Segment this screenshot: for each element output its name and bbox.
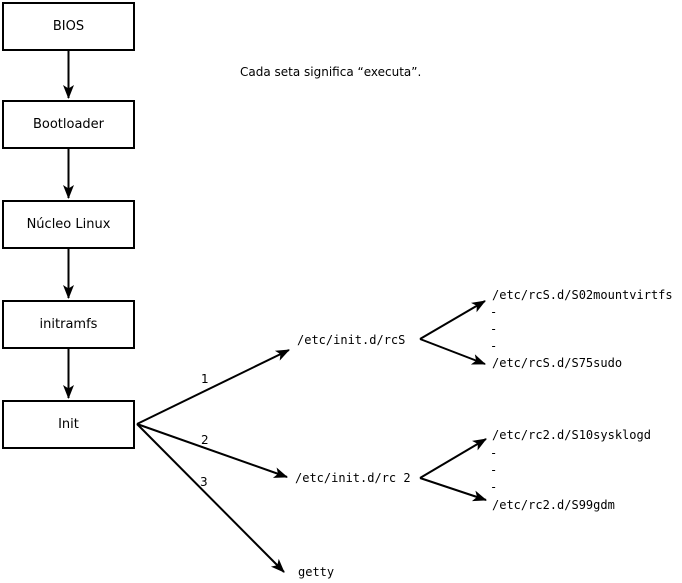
- rcs-ellipsis-dash: -: [490, 339, 498, 353]
- bootloader-box: Bootloader: [2, 100, 135, 149]
- linux-kernel-label: Núcleo Linux: [26, 217, 111, 232]
- arrow-rc2-to-s10sysklogd: [419, 438, 487, 479]
- linux-kernel-box: Núcleo Linux: [2, 200, 135, 249]
- branch-label-3: 3: [200, 475, 208, 489]
- rc2-first-script: /etc/rc2.d/S10sysklogd: [492, 428, 651, 442]
- rc2-ellipsis-dash: -: [490, 463, 498, 477]
- arrow-rc2-to-s99gdm: [419, 477, 487, 502]
- rcs-first-script: /etc/rcS.d/S02mountvirtfs: [492, 288, 673, 302]
- arrow-rcs-to-s02mountvirtfs: [419, 300, 486, 340]
- rc2-ellipsis-dash: -: [490, 480, 498, 494]
- annotation-text: Cada seta significa “executa”.: [240, 65, 422, 79]
- rc2-ellipsis-dash: -: [490, 446, 498, 460]
- arrow-init-to-getty: [136, 423, 285, 573]
- init-label: Init: [58, 417, 79, 432]
- arrow-rcs-to-s75sudo: [419, 338, 486, 365]
- rcs-ellipsis-dash: -: [490, 322, 498, 336]
- getty-label: getty: [298, 565, 335, 579]
- initramfs-label: initramfs: [39, 317, 98, 332]
- bootloader-label: Bootloader: [32, 117, 105, 132]
- rc2-script-path: /etc/init.d/rc 2: [295, 471, 411, 485]
- branch-label-1: 1: [201, 372, 209, 386]
- rcs-last-script: /etc/rcS.d/S75sudo: [492, 356, 623, 370]
- branch-label-2: 2: [201, 433, 209, 447]
- arrow-init-to-rc2: [136, 423, 288, 478]
- rcs-ellipsis-dash: -: [490, 305, 498, 319]
- arrow-init-to-rcs: [136, 349, 290, 425]
- rc2-last-script: /etc/rc2.d/S99gdm: [492, 498, 615, 512]
- initramfs-box: initramfs: [2, 300, 135, 349]
- bios-label: BIOS: [52, 19, 85, 34]
- bios-box: BIOS: [2, 2, 135, 51]
- init-box: Init: [2, 400, 135, 449]
- rcs-script-path: /etc/init.d/rcS: [297, 333, 406, 347]
